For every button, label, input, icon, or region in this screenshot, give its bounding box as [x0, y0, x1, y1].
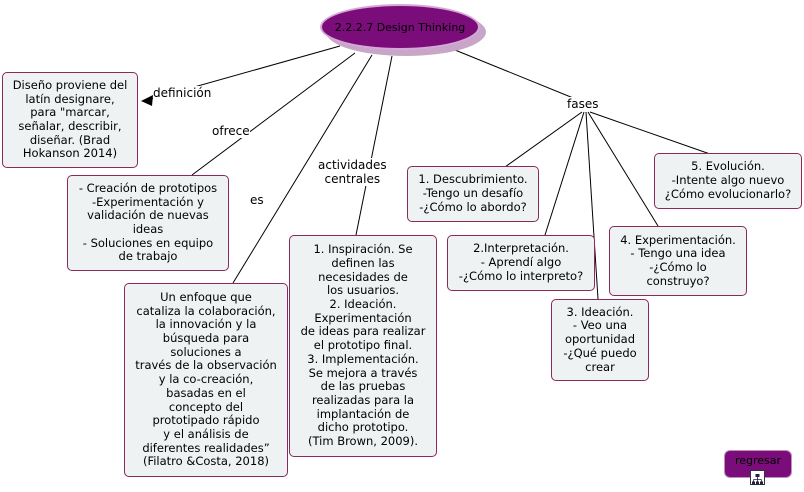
root-title: 2.2.2.7 Design Thinking [334, 20, 466, 34]
node-fase-experimentacion[interactable]: 4. Experimentación. - Tengo una idea -¿C… [609, 226, 747, 296]
root-node[interactable]: 2.2.2.7 Design Thinking [320, 4, 480, 50]
link-label-ofrece: ofrece [212, 124, 250, 138]
node-actividades[interactable]: 1. Inspiración. Se definen las necesidad… [289, 235, 437, 457]
node-fase-ideacion[interactable]: 3. Ideación. - Veo una oportunidad -¿Qué… [551, 299, 649, 381]
concept-map-icon[interactable] [750, 470, 765, 485]
link-label-actividades: actividades centrales [318, 158, 387, 186]
definicion-arrowhead [141, 95, 153, 106]
regresar-button[interactable]: regresar [724, 450, 792, 478]
node-definicion[interactable]: Diseño proviene del latín designare, par… [2, 72, 138, 168]
node-es[interactable]: Un enfoque que cataliza la colaboración,… [124, 283, 288, 477]
node-fase-interpretacion[interactable]: 2.Interpretación. - Aprendí algo -¿Cómo … [447, 235, 595, 291]
link-label-definicion: definición [153, 86, 212, 100]
link-label-es: es [250, 193, 264, 207]
node-fase-evolucion[interactable]: 5. Evolución. -Intente algo nuevo ¿Cómo … [654, 153, 802, 209]
node-ofrece[interactable]: - Creación de prototipos -Experimentació… [67, 175, 229, 271]
link-label-fases: fases [567, 97, 599, 111]
regresar-label: regresar [734, 454, 782, 467]
concept-map-icon-glyph [752, 474, 763, 485]
node-fase-descubrimiento[interactable]: 1. Descubrimiento. -Tengo un desafío -¿C… [407, 166, 539, 222]
